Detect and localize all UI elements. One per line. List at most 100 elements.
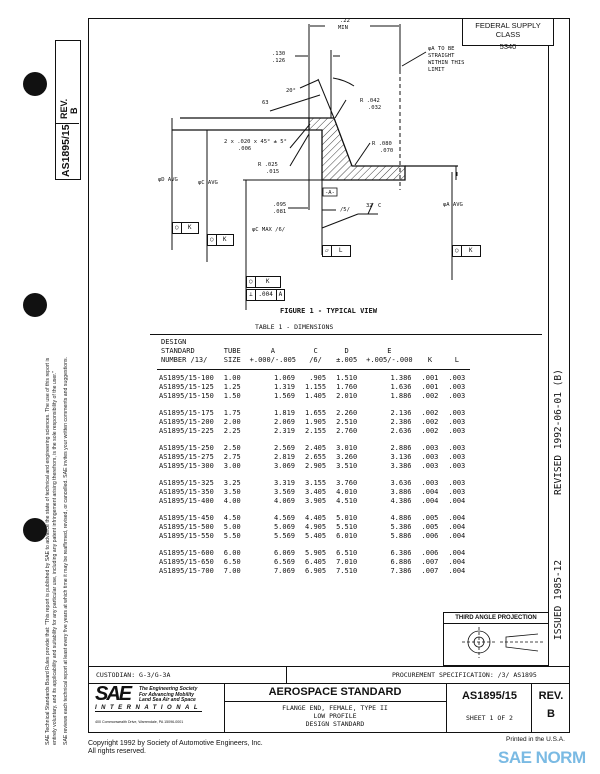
dim-label: φD AVG — [158, 177, 178, 183]
table-cell: .004 — [421, 497, 439, 505]
table-cell: .003 — [448, 392, 466, 400]
table-cell: 4.886 — [390, 514, 412, 522]
table-cell: 4.069 — [273, 497, 296, 505]
dim-label: .126 — [272, 58, 285, 64]
table-cell: 3.386 — [390, 462, 412, 470]
table-cell: .003 — [448, 409, 466, 417]
table-cell: .006 — [421, 549, 439, 557]
table-cell: 3.760 — [336, 479, 358, 487]
table-cell: .002 — [421, 392, 439, 400]
table-cell: 5.569 — [273, 532, 296, 540]
rev-label-title: REV. — [538, 690, 564, 702]
tolerance-value: L — [338, 247, 343, 254]
table-cell: 7.510 — [336, 567, 358, 575]
table-cell: AS1895/15-700 — [159, 567, 214, 575]
table-cell: 4.386 — [390, 497, 412, 505]
table-cell: 2.569 — [273, 444, 296, 452]
table-cell: 2.00 — [223, 418, 241, 426]
table-cell: 3.010 — [336, 444, 358, 452]
table-cell: 2.75 — [223, 453, 241, 461]
table-cell: 7.010 — [336, 558, 358, 566]
table-cell: 5.50 — [223, 532, 241, 540]
table-cell: 2.260 — [336, 409, 358, 417]
table-cell: 2.069 — [273, 418, 296, 426]
table-cell: .002 — [421, 418, 439, 426]
table-rule — [150, 334, 542, 335]
radius-label: R .025 — [258, 162, 278, 168]
copyright: Copyright 1992 by Society of Automotive … — [88, 740, 263, 756]
custodian: CUSTODIAN: G-3/G-3A — [96, 671, 171, 679]
table-cell: 2.50 — [223, 444, 241, 452]
table-cell: 4.405 — [305, 514, 327, 522]
table-cell: .003 — [421, 444, 439, 452]
table-cell: 7.00 — [223, 567, 241, 575]
figure-caption: FIGURE 1 - TYPICAL VIEW — [280, 307, 378, 315]
perpendicularity-icon: ⊥ — [247, 290, 256, 300]
table-cell: .003 — [448, 427, 466, 435]
table-cell: AS1895/15-100 — [159, 374, 214, 382]
table-cell: .004 — [448, 514, 466, 522]
table-cell: 7.386 — [390, 567, 412, 575]
table-cell: 1.405 — [305, 392, 327, 400]
table-cell: 4.50 — [223, 514, 241, 522]
table-cell: .003 — [421, 453, 439, 461]
table-cell: AS1895/15-200 — [159, 418, 214, 426]
table-cell: .905 — [309, 374, 327, 382]
finish-label: 63 — [262, 100, 269, 106]
table-cell: 6.905 — [305, 567, 327, 575]
table-cell: 6.069 — [273, 549, 296, 557]
circularity-icon: ○ — [453, 246, 462, 256]
table-cell: 5.069 — [273, 523, 296, 531]
tolerance-value: K — [468, 247, 473, 254]
circularity-icon: ○ — [208, 235, 217, 245]
finish-label: 32 — [366, 203, 373, 209]
table-cell: 1.00 — [223, 374, 241, 382]
sae-address: 400 Commonwealth Drive, Warrendale, PA 1… — [95, 720, 184, 724]
table-cell: 1.569 — [273, 392, 296, 400]
radius-label: .032 — [368, 105, 381, 111]
datum-ref: A — [278, 291, 283, 298]
table-cell: 5.905 — [305, 549, 327, 557]
table-cell: 3.510 — [336, 462, 358, 470]
table-cell: 4.905 — [305, 523, 327, 531]
table-cell: 3.886 — [390, 488, 412, 496]
note-label: /5/ — [340, 207, 350, 213]
radius-label: R .080 — [372, 141, 392, 147]
table-cell: 6.50 — [223, 558, 241, 566]
tolerance-value: .004 — [256, 290, 277, 300]
table-cell: .001 — [421, 374, 439, 382]
table-cell: 2.155 — [305, 427, 327, 435]
table-cell: 2.319 — [273, 427, 296, 435]
table-cell: 2.636 — [390, 427, 412, 435]
table-cell: 5.886 — [390, 532, 412, 540]
table-cell: 3.405 — [305, 488, 327, 496]
sae-international: INTERNATIONAL — [95, 705, 203, 712]
table-cell: .004 — [448, 558, 466, 566]
dim-label: φC AVG — [198, 180, 218, 186]
dim-label: .22 — [340, 18, 350, 24]
table-cell: 2.760 — [336, 427, 358, 435]
title-line: DESIGN STANDARD — [305, 720, 365, 728]
table-cell: 3.569 — [273, 488, 296, 496]
table-cell: 1.760 — [336, 383, 358, 391]
table-cell: 1.905 — [305, 418, 327, 426]
table-cell: AS1895/15-500 — [159, 523, 214, 531]
dim-label: .130 — [272, 51, 285, 57]
table-cell: 6.00 — [223, 549, 241, 557]
table-cell: AS1895/15-175 — [159, 409, 214, 417]
table-cell: 2.819 — [273, 453, 296, 461]
column-header-line: /6/ — [309, 356, 322, 364]
table-cell: 6.010 — [336, 532, 358, 540]
column-header: K — [416, 338, 444, 370]
table-cell: AS1895/15-275 — [159, 453, 214, 461]
table-title: TABLE 1 - DIMENSIONS — [255, 323, 334, 331]
table-cell: 7.069 — [273, 567, 296, 575]
document-title: FLANGE END, FEMALE, TYPE II LOW PROFILE … — [224, 704, 446, 728]
fsc-value: 5340 — [499, 42, 517, 51]
